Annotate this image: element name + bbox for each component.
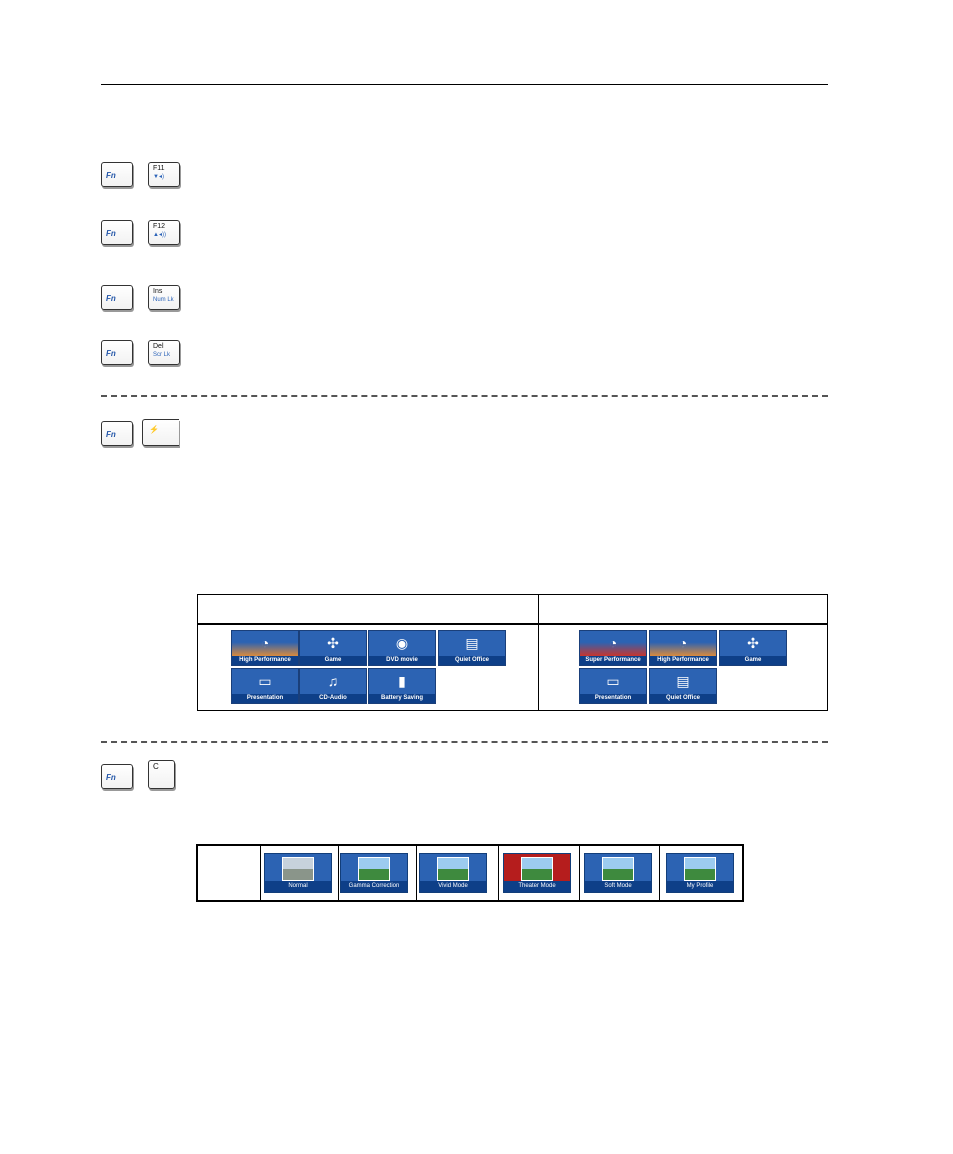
f12-key: F12 ▲◂)) <box>148 220 180 245</box>
display-mode-label: Theater Mode <box>504 881 570 892</box>
display-mode-tile: Normal <box>264 853 332 893</box>
power-mode-label: Game <box>720 656 786 665</box>
power-mode-label: Presentation <box>580 694 646 703</box>
num-lock-label: Num Lk <box>153 297 174 303</box>
table-column-divider <box>260 845 261 900</box>
power-mode-tile: ▭ Presentation <box>579 668 647 704</box>
fn-key: Fn <box>101 285 133 310</box>
display-mode-label: Soft Mode <box>585 881 651 892</box>
power-key: ⚡ <box>142 419 179 446</box>
display-mode-tile: My Profile <box>666 853 734 893</box>
speedometer-icon: ◔ <box>608 635 618 651</box>
power-mode-tile: ◔ Super Performance <box>579 630 647 666</box>
f12-key-label: F12 <box>153 223 166 230</box>
power-mode-tile: ◉ DVD movie <box>368 630 436 666</box>
landscape-icon <box>437 857 469 881</box>
f11-key-label: F11 <box>153 165 165 172</box>
power-mode-label: High Performance <box>650 656 716 665</box>
power-bolt-icon: ⚡ <box>149 425 159 434</box>
section-divider <box>101 741 828 743</box>
fn-key-label: Fn <box>106 430 116 439</box>
display-mode-tile: Theater Mode <box>503 853 571 893</box>
display-mode-tile: Vivid Mode <box>419 853 487 893</box>
display-mode-tile: Gamma Correction <box>340 853 408 893</box>
speedometer-icon: ◔ <box>678 635 688 651</box>
speedometer-icon: ◔ <box>260 635 270 651</box>
table-header-rule <box>198 623 827 625</box>
landscape-icon <box>282 857 314 881</box>
gamepad-icon: ✣ <box>327 635 339 651</box>
power-mode-label: DVD movie <box>369 656 435 665</box>
fn-key: Fn <box>101 421 133 446</box>
del-key: Del Scr Lk <box>148 340 180 365</box>
power-mode-tile: ✣ Game <box>299 630 367 666</box>
fn-key-label: Fn <box>106 349 116 358</box>
folder-icon: ▤ <box>465 635 479 651</box>
display-mode-label: Gamma Correction <box>341 881 407 892</box>
volume-down-icon: ▼◂) <box>153 174 164 180</box>
power-mode-tile: ✣ Game <box>719 630 787 666</box>
landscape-icon <box>358 857 390 881</box>
table-column-divider <box>538 595 539 710</box>
power-mode-label: Battery Saving <box>369 694 435 703</box>
tile-background <box>650 631 716 656</box>
tile-background <box>232 631 298 656</box>
top-rule <box>101 84 828 85</box>
display-mode-label: Normal <box>265 881 331 892</box>
power-mode-label: High Performance <box>232 656 298 665</box>
display-mode-label: My Profile <box>667 881 733 892</box>
table-column-divider <box>659 845 660 900</box>
table-column-divider <box>416 845 417 900</box>
power-mode-label: Quiet Office <box>650 694 716 703</box>
power-mode-tile: ♫ CD-Audio <box>299 668 367 704</box>
display-mode-tile: Soft Mode <box>584 853 652 893</box>
disc-icon: ◉ <box>395 635 409 651</box>
folder-icon: ▤ <box>676 673 690 689</box>
scroll-lock-label: Scr Lk <box>153 352 171 358</box>
display-mode-table <box>196 844 744 902</box>
fn-key: Fn <box>101 340 133 365</box>
c-key-label: C <box>153 762 159 771</box>
table-column-divider <box>498 845 499 900</box>
fn-key: Fn <box>101 764 133 789</box>
ins-key: Ins Num Lk <box>148 285 180 310</box>
projector-icon: ▭ <box>606 673 620 689</box>
power-mode-tile: ▤ Quiet Office <box>649 668 717 704</box>
power-mode-label: Super Performance <box>580 656 646 665</box>
tile-background <box>580 631 646 656</box>
settings-icon <box>684 857 716 881</box>
cd-audio-icon: ♫ <box>327 673 339 689</box>
power-mode-label: Presentation <box>232 694 298 703</box>
table-column-divider <box>579 845 580 900</box>
fn-key: Fn <box>101 220 133 245</box>
fn-key-label: Fn <box>106 229 116 238</box>
ins-key-label: Ins <box>153 288 163 295</box>
power-mode-label: CD-Audio <box>300 694 366 703</box>
f11-key: F11 ▼◂) <box>148 162 180 187</box>
power-mode-tile: ◔ High Performance <box>649 630 717 666</box>
power-mode-table <box>197 594 828 711</box>
power-mode-tile: ▮ Battery Saving <box>368 668 436 704</box>
fn-key-label: Fn <box>106 773 116 782</box>
power-mode-tile: ▭ Presentation <box>231 668 299 704</box>
power-mode-tile: ◔ High Performance <box>231 630 299 666</box>
power-mode-tile: ▤ Quiet Office <box>438 630 506 666</box>
del-key-label: Del <box>153 343 164 350</box>
fn-key-label: Fn <box>106 294 116 303</box>
c-key: C <box>148 760 175 789</box>
power-mode-label: Game <box>300 656 366 665</box>
table-column-divider <box>338 845 339 900</box>
fn-key-label: Fn <box>106 171 116 180</box>
projector-icon: ▭ <box>258 673 272 689</box>
gamepad-icon: ✣ <box>747 635 759 651</box>
theater-icon <box>521 857 553 881</box>
power-mode-label: Quiet Office <box>439 656 505 665</box>
fn-key: Fn <box>101 162 133 187</box>
landscape-icon <box>602 857 634 881</box>
section-divider <box>101 395 828 397</box>
battery-icon: ▮ <box>398 673 406 689</box>
volume-up-icon: ▲◂)) <box>153 232 166 238</box>
display-mode-label: Vivid Mode <box>420 881 486 892</box>
